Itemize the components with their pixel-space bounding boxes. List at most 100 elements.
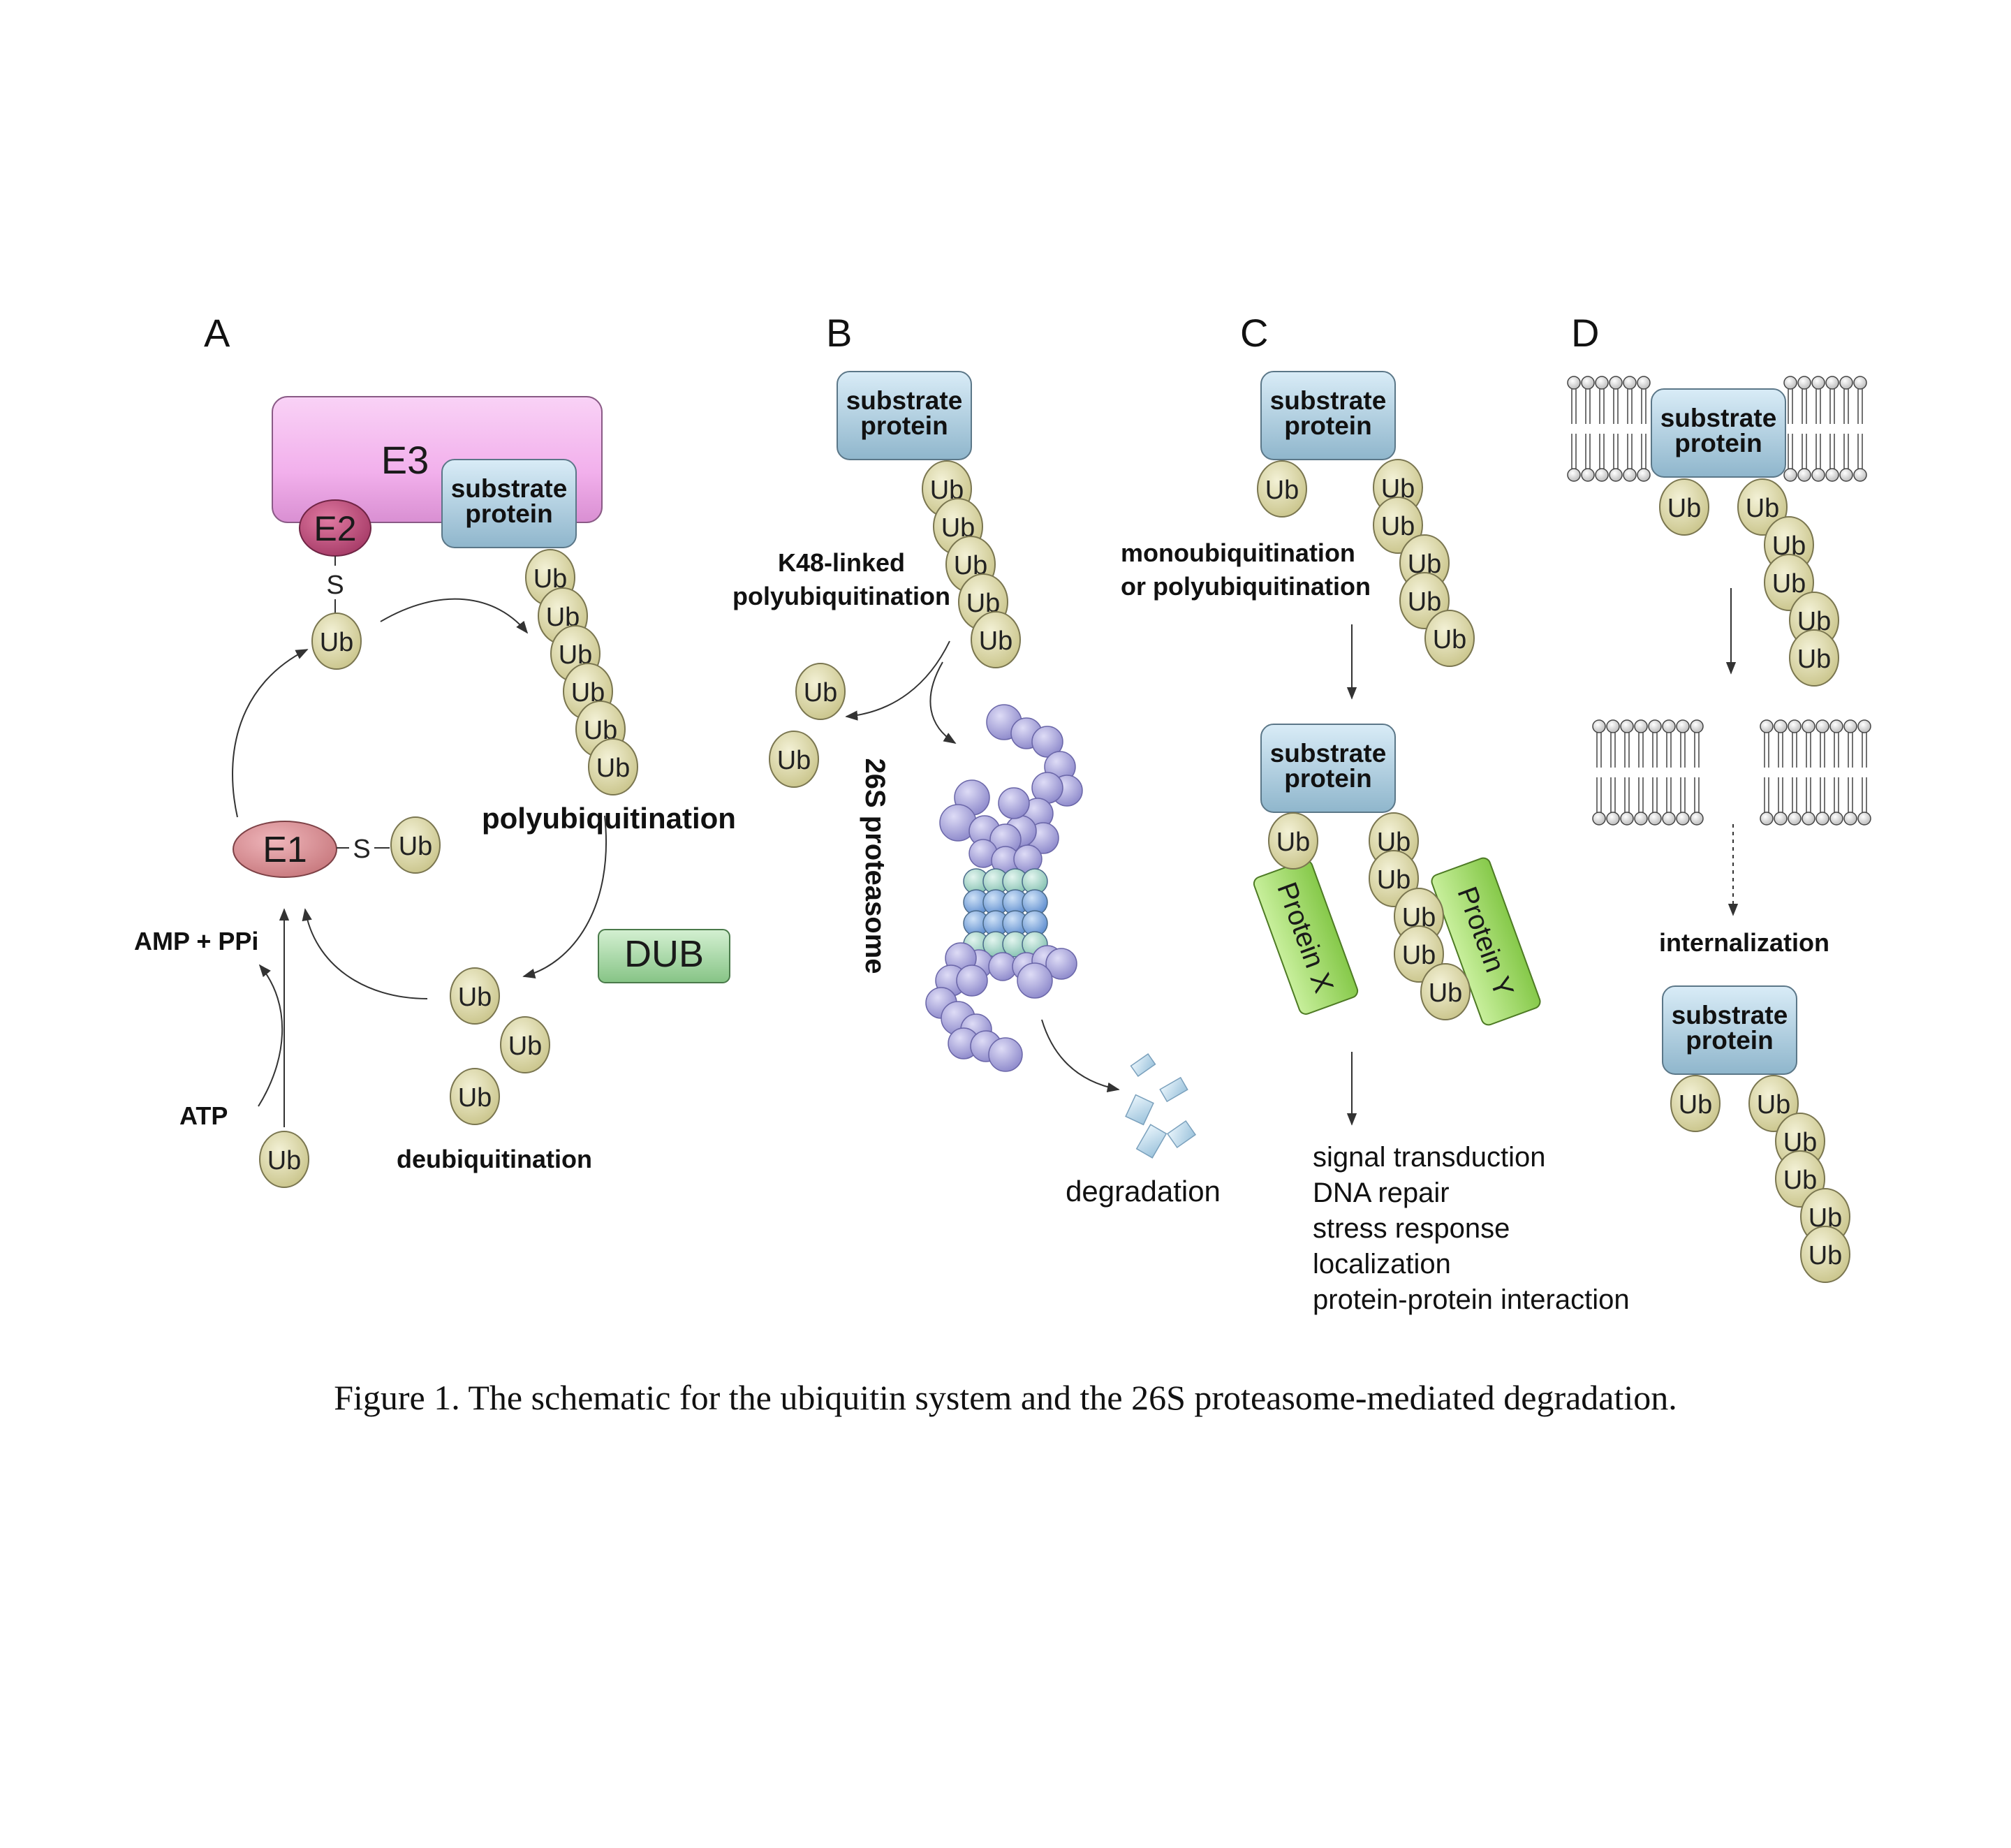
free-ub-1: Ub: [450, 967, 500, 1025]
svg-text:Ub: Ub: [1679, 1090, 1713, 1120]
svg-text:Ub: Ub: [1265, 476, 1299, 505]
proteasome-top-cap: [939, 704, 1083, 875]
panel-a: E3 substrate protein E2 S Ub Ub Ub Ub Ub…: [134, 396, 736, 1188]
function-item-1: signal transduction: [1313, 1142, 1546, 1173]
ub-on-e1: Ub: [390, 816, 441, 874]
e2-thioester-s: S: [326, 571, 344, 600]
function-item-3: stress response: [1313, 1213, 1510, 1244]
substrate-label-c1a: substrate: [1270, 386, 1387, 415]
panel-d: substrate protein Ub Ub Ub Ub Ub Ub: [1567, 376, 1871, 1283]
dub-label: DUB: [624, 933, 704, 975]
polyub-chain-c2: Ub Ub Ub Ub Ub: [1369, 812, 1471, 1020]
mono-ub-c2: Ub: [1268, 812, 1318, 870]
e3-label: E3: [381, 438, 429, 482]
polyub-chain-d1: Ub Ub Ub Ub Ub: [1737, 478, 1839, 687]
svg-text:Ub: Ub: [1772, 569, 1806, 599]
substrate-label-a1: substrate: [451, 474, 568, 503]
svg-text:Ub: Ub: [1667, 494, 1702, 523]
degradation-label: degradation: [1066, 1175, 1221, 1208]
free-ub-group: Ub Ub Ub: [450, 967, 550, 1125]
panel-label-c: C: [1240, 311, 1268, 355]
substrate-label-d2a: substrate: [1672, 1001, 1788, 1029]
released-ub-b: Ub Ub: [769, 663, 846, 788]
svg-text:Ub: Ub: [508, 1032, 543, 1061]
svg-text:Ub: Ub: [1783, 1166, 1818, 1195]
mono-ub-d1: Ub: [1659, 478, 1709, 536]
mono-ub-c1: Ub: [1257, 460, 1307, 518]
substrate-protein-d1: [1651, 388, 1786, 478]
k48-label-2: polyubiquitination: [732, 582, 950, 610]
dub-enzyme: [598, 929, 730, 983]
svg-text:Ub: Ub: [320, 628, 354, 657]
function-item-2: DNA repair: [1313, 1178, 1450, 1208]
ub-a6: Ub: [588, 738, 638, 795]
substrate-label-c2b: protein: [1284, 764, 1371, 793]
svg-text:Ub: Ub: [1429, 978, 1463, 1008]
panel-b: substrate protein Ub Ub Ub Ub Ub K48-lin…: [732, 371, 1221, 1208]
free-ub-bottom: Ub: [259, 1131, 309, 1188]
substrate-protein-c1: [1260, 371, 1396, 460]
substrate-protein-a: [441, 459, 577, 548]
free-ub-3: Ub: [450, 1068, 500, 1125]
substrate-label-d1b: protein: [1674, 429, 1762, 457]
svg-text:Ub: Ub: [1381, 512, 1415, 541]
substrate-label-d2b: protein: [1686, 1026, 1773, 1055]
released-ub-1: Ub: [795, 663, 846, 720]
deubiquitination-label: deubiquitination: [397, 1145, 592, 1173]
substrate-label-c2a: substrate: [1270, 739, 1387, 768]
panel-a-arrows: [232, 598, 607, 1127]
svg-text:Ub: Ub: [804, 678, 838, 707]
figure-caption: Figure 1. The schematic for the ubiquiti…: [334, 1378, 1677, 1417]
polyub-chain-d2: Ub Ub Ub Ub Ub: [1748, 1075, 1850, 1283]
protein-x: Protein X: [1253, 860, 1359, 1015]
proteasome-bottom-cap: [925, 942, 1077, 1072]
mono-label-1: monoubiquitination: [1121, 538, 1355, 567]
e1-thioester-s: S: [353, 835, 370, 864]
svg-text:Ub: Ub: [458, 1083, 492, 1113]
e1-enzyme: [233, 821, 337, 878]
function-item-5: protein-protein interaction: [1313, 1284, 1630, 1315]
ub-on-e2: Ub: [311, 613, 362, 670]
polyubiquitination-label: polyubiquitination: [482, 802, 736, 835]
substrate-protein-c2: [1260, 724, 1396, 813]
atp-label: ATP: [179, 1101, 228, 1130]
e1-label: E1: [263, 830, 307, 870]
membrane-mid-right: [1760, 719, 1871, 826]
degradation-fragments: [1125, 1053, 1197, 1159]
membrane-mid-left: [1592, 719, 1704, 826]
mono-label-2: or polyubiquitination: [1121, 572, 1371, 601]
substrate-label-d1a: substrate: [1660, 404, 1777, 432]
svg-text:Ub: Ub: [267, 1146, 302, 1175]
substrate-protein-d2: [1662, 985, 1797, 1075]
proteasome-core: [963, 868, 1048, 958]
ub-b5: Ub: [971, 611, 1021, 668]
internalization-label: internalization: [1659, 928, 1829, 957]
svg-text:Ub: Ub: [1797, 645, 1832, 674]
svg-text:Ub: Ub: [1402, 941, 1436, 970]
panel-d-arrows: [1725, 588, 1739, 916]
panel-label-b: B: [826, 311, 852, 355]
svg-text:Ub: Ub: [1757, 1090, 1791, 1120]
polyub-chain-c1: Ub Ub Ub Ub Ub: [1373, 459, 1475, 667]
k48-label-1: K48-linked: [778, 548, 905, 577]
substrate-protein-b: [837, 371, 972, 460]
polyub-chain-a: Ub Ub Ub Ub Ub Ub: [525, 549, 638, 795]
svg-text:Ub: Ub: [399, 832, 433, 861]
mono-ub-d2: Ub: [1670, 1075, 1721, 1132]
svg-text:Ub: Ub: [1746, 494, 1780, 523]
svg-text:Ub: Ub: [1377, 865, 1411, 895]
functions-list: signal transduction DNA repair stress re…: [1313, 1142, 1630, 1315]
substrate-label-b1: substrate: [846, 386, 963, 415]
membrane-top-left: [1567, 376, 1651, 482]
function-item-4: localization: [1313, 1249, 1451, 1279]
panel-b-arrows: [845, 640, 1120, 1093]
svg-text:Ub: Ub: [1276, 828, 1311, 857]
proteasome-26s: [925, 704, 1083, 1072]
e2-label: E2: [314, 509, 356, 548]
released-ub-2: Ub: [769, 731, 819, 788]
svg-text:Ub: Ub: [979, 626, 1013, 656]
svg-text:Ub: Ub: [458, 983, 492, 1012]
protein-y: Protein Y: [1431, 857, 1541, 1026]
svg-text:Ub: Ub: [777, 746, 811, 775]
ub-b3: Ub: [945, 536, 996, 593]
